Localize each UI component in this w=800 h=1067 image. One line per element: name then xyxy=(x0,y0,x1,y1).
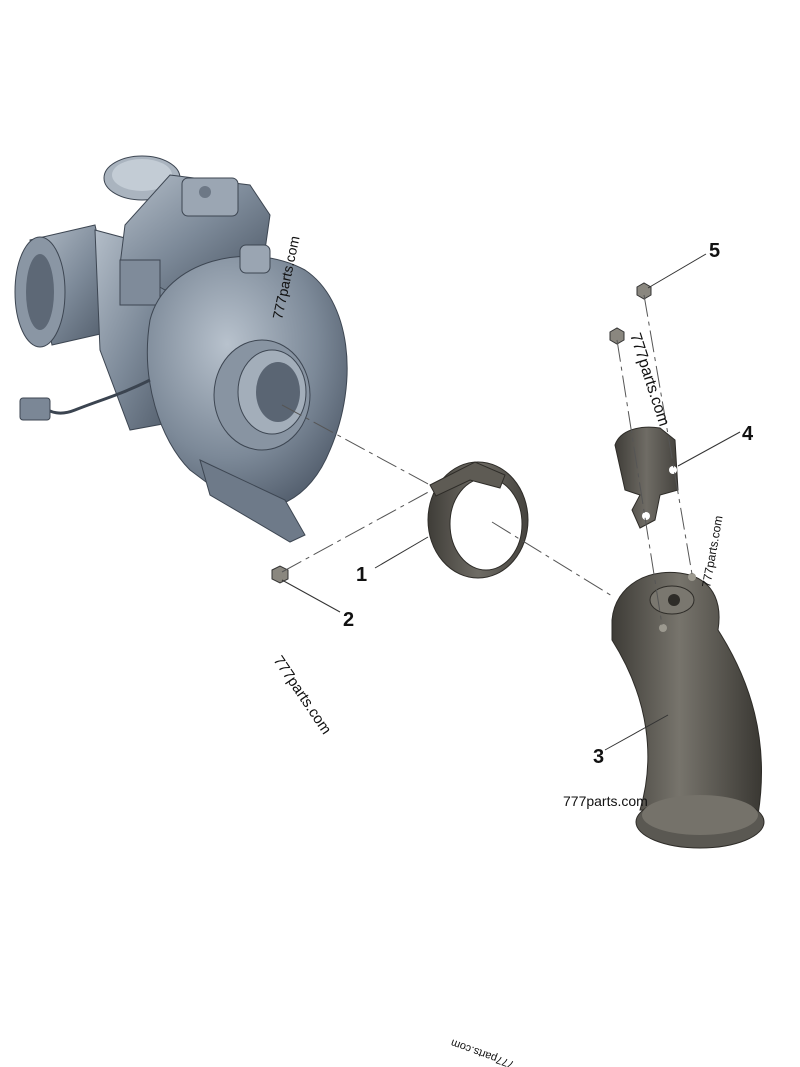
leader-lines xyxy=(281,253,741,751)
watermark: 777parts.com xyxy=(626,331,672,428)
nut-part-5a xyxy=(636,282,652,300)
bracket-hole-2 xyxy=(669,466,677,474)
turbocharger xyxy=(14,155,348,543)
callout-4: 4 xyxy=(742,423,754,445)
bracket-hole xyxy=(642,512,650,520)
elbow-stud-1 xyxy=(659,624,667,632)
elbow-body xyxy=(611,571,763,816)
clamp-inner-opening xyxy=(449,477,523,571)
leader-4 xyxy=(677,431,741,467)
nut-part-2 xyxy=(271,565,289,584)
elbow-boss-hole xyxy=(668,594,680,606)
callout-3: 3 xyxy=(593,746,604,768)
turbo-actuator-cap-top xyxy=(112,159,172,191)
callout-2: 2 xyxy=(343,609,354,631)
exhaust-elbow-pipe xyxy=(611,571,765,849)
turbo-inlet-bore xyxy=(26,254,54,330)
align-turbo-clamp xyxy=(281,404,431,486)
watermark: 777parts.com xyxy=(699,514,725,588)
turbo-sensor-wire xyxy=(44,378,151,415)
leader-3 xyxy=(604,714,669,751)
turbo-outlet-bore xyxy=(256,362,300,422)
align-nut5a-elbow xyxy=(643,294,693,575)
elbow-bottom-rim xyxy=(642,795,758,835)
nut-part-5b xyxy=(609,327,625,345)
bracket-part-4 xyxy=(614,426,679,529)
turbo-top-stub xyxy=(239,244,271,274)
clamp-t-bolt xyxy=(429,461,506,497)
turbo-actuator-connector xyxy=(181,177,239,217)
leader-1 xyxy=(374,536,429,569)
v-band-clamp xyxy=(427,461,529,579)
elbow-stud-2 xyxy=(688,573,696,581)
turbo-actuator-bolt xyxy=(199,186,211,198)
align-nut2-clamp xyxy=(281,489,433,573)
watermark: 777parts.com xyxy=(563,793,648,809)
leader-5 xyxy=(647,253,707,289)
alignment-lines xyxy=(281,294,693,626)
align-nut5b-elbow xyxy=(616,339,663,626)
leader-2 xyxy=(281,579,341,613)
align-clamp-elbow xyxy=(491,521,613,597)
callout-1: 1 xyxy=(356,564,367,586)
turbo-sensor-plug xyxy=(19,397,51,421)
turbo-bracket-block xyxy=(119,259,161,306)
watermark: 777parts.com xyxy=(270,653,335,738)
callout-5: 5 xyxy=(709,240,720,262)
watermark: 777parts.com xyxy=(449,1036,516,1067)
turbo-mounting-flange xyxy=(199,459,306,543)
